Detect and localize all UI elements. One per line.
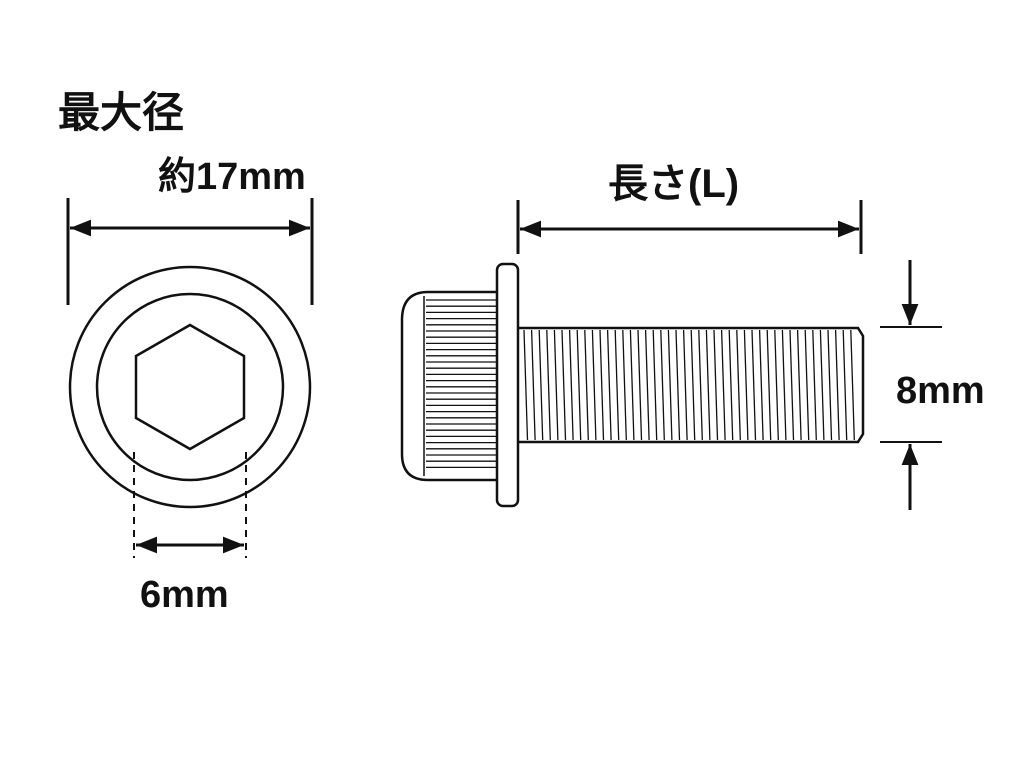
thread-line — [789, 329, 795, 441]
thread-line — [774, 329, 779, 441]
thread-line — [614, 329, 620, 441]
thread-line — [720, 329, 726, 441]
length-dimension — [516, 200, 863, 254]
thread-line — [538, 329, 544, 441]
thread-line — [758, 329, 764, 441]
head-inner-circle — [95, 292, 285, 482]
max-diameter-dimension — [66, 198, 314, 305]
hex-socket-dimension — [133, 452, 247, 558]
length-label: 長さ(L) — [608, 162, 740, 206]
thread-line — [682, 329, 688, 441]
thread-line — [584, 329, 589, 441]
thread-line — [842, 329, 848, 441]
thread-line — [766, 329, 772, 441]
max-diameter-title: 最大径 — [58, 89, 185, 136]
thread-line — [705, 329, 711, 441]
thread-line — [561, 329, 567, 441]
thread-line — [591, 329, 597, 441]
thread-line — [743, 329, 749, 441]
max-diameter-value: 約17mm — [158, 156, 306, 198]
flange — [495, 262, 520, 508]
thread-line — [546, 329, 551, 441]
thread-line — [637, 329, 643, 441]
thread-line — [667, 329, 673, 441]
thread-line — [796, 329, 802, 441]
thread-line — [850, 329, 855, 441]
thread-line — [599, 329, 605, 441]
thread-line — [827, 329, 833, 441]
thread-line — [660, 329, 665, 441]
thread-diameter-dimension — [880, 260, 942, 510]
thread-line — [553, 329, 559, 441]
hex-socket-label: 6mm — [140, 574, 229, 616]
thread-line — [675, 329, 681, 441]
thread-line — [728, 329, 734, 441]
bolt-head-end-view — [68, 265, 312, 509]
thread-line — [698, 329, 703, 441]
thread-line — [812, 329, 817, 441]
thread-line — [819, 329, 825, 441]
knurled-head-outline — [400, 290, 497, 482]
thread-line — [713, 329, 719, 441]
thread-line — [652, 329, 658, 441]
thread-line — [606, 329, 612, 441]
thread-line — [834, 329, 840, 441]
thread-line — [690, 329, 696, 441]
head-outer-circle — [68, 265, 312, 509]
thread-line — [530, 329, 536, 441]
thread-line — [523, 329, 529, 441]
knurl-lines — [426, 299, 496, 469]
thread-line — [576, 329, 582, 441]
thread-line — [622, 329, 627, 441]
thread-lines — [523, 329, 855, 441]
thread-line — [644, 329, 650, 441]
thread-line — [751, 329, 757, 441]
thread-diameter-label: 8mm — [896, 370, 985, 412]
thread-line — [568, 329, 574, 441]
thread-line — [781, 329, 787, 441]
thread-line — [736, 329, 741, 441]
hex-socket — [134, 323, 246, 451]
bolt-side-view — [400, 262, 865, 508]
thread-line — [629, 329, 635, 441]
thread-line — [804, 329, 810, 441]
threaded-shank-outline — [518, 326, 865, 444]
